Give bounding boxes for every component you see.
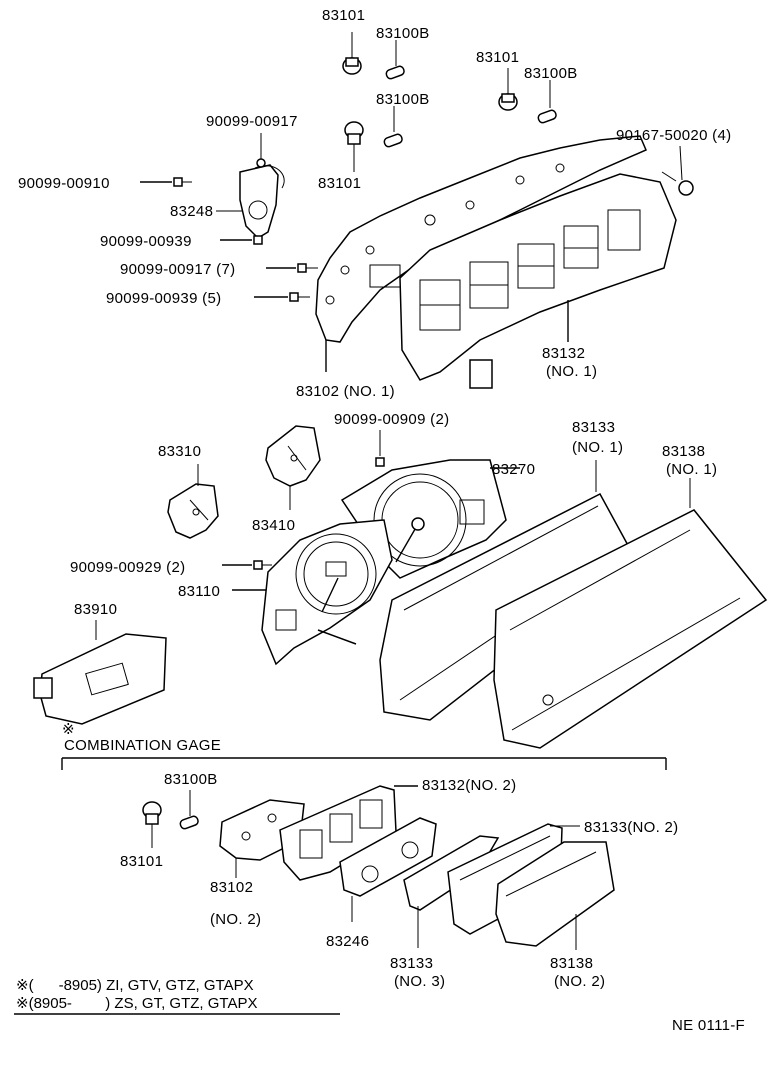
label-83138-no1: 83138 bbox=[662, 443, 705, 460]
socket-83101-top bbox=[342, 32, 362, 75]
screw-90099-00929 bbox=[222, 560, 272, 570]
screw-90099-00939 bbox=[220, 235, 263, 245]
label-83100b-mid: 83100B bbox=[376, 91, 430, 108]
plate-83110 bbox=[232, 519, 393, 666]
label-90099-00939: 90099-00939 bbox=[100, 233, 192, 250]
label-83102-no1: 83102 (NO. 1) bbox=[296, 383, 395, 400]
bulb-83100b-mid bbox=[383, 106, 403, 148]
label-83133-no2: 83133(NO. 2) bbox=[584, 819, 678, 836]
label-83248: 83248 bbox=[170, 203, 213, 220]
label-83100b-right: 83100B bbox=[524, 65, 578, 82]
socket-83101-bottom bbox=[142, 801, 162, 848]
label-83100b-bottom: 83100B bbox=[164, 771, 218, 788]
label-combination-gage: COMBINATION GAGE bbox=[64, 737, 221, 754]
bulb-83100b-bottom bbox=[179, 790, 199, 830]
label-83910: 83910 bbox=[74, 601, 117, 618]
label-90167-50020: 90167-50020 (4) bbox=[616, 127, 731, 144]
screw-90099-00917-7 bbox=[266, 263, 318, 273]
housing-83132-no1 bbox=[399, 173, 677, 389]
label-83100b-top: 83100B bbox=[376, 25, 430, 42]
label-83110: 83110 bbox=[178, 583, 220, 600]
label-90099-00939-5: 90099-00939 (5) bbox=[106, 290, 221, 307]
label-83270: 83270 bbox=[492, 461, 535, 478]
socket-83101-mid bbox=[344, 121, 364, 172]
label-90099-00917-7: 90099-00917 (7) bbox=[120, 261, 235, 278]
label-83132-no1-suffix: (NO. 1) bbox=[546, 363, 597, 380]
drawing-reference: NE 0111-F bbox=[672, 1017, 745, 1034]
label-83101-right: 83101 bbox=[476, 49, 519, 66]
bulb-83100b-top bbox=[385, 40, 405, 80]
label-83410: 83410 bbox=[252, 517, 295, 534]
label-83102-no2: 83102 bbox=[210, 879, 253, 896]
label-83133-no1: 83133 bbox=[572, 419, 615, 436]
case-83138-no2 bbox=[495, 841, 615, 950]
label-83132-no1: 83132 bbox=[542, 345, 585, 362]
label-83101-top: 83101 bbox=[322, 7, 365, 24]
gauge-83310 bbox=[167, 464, 219, 539]
label-83138-no1-suffix: (NO. 1) bbox=[666, 461, 717, 478]
case-83138-no1 bbox=[493, 478, 768, 749]
label-90099-00909: 90099-00909 (2) bbox=[334, 411, 449, 428]
note-pre-8905: ※( -8905) ZI, GTV, GTZ, GTAPX bbox=[16, 977, 254, 994]
label-83246: 83246 bbox=[326, 933, 369, 950]
combination-gage-bracket bbox=[61, 757, 667, 770]
label-90099-00929: 90099-00929 (2) bbox=[70, 559, 185, 576]
bolt-90167-50020 bbox=[661, 145, 694, 196]
screw-90099-00910 bbox=[140, 177, 192, 187]
screw-90099-00909 bbox=[375, 430, 385, 467]
label-90099-00910: 90099-00910 bbox=[18, 175, 110, 192]
meter-83910 bbox=[33, 620, 167, 725]
label-83310: 83310 bbox=[158, 443, 201, 460]
gauge-83410 bbox=[265, 425, 321, 510]
asterisk-mark: ※ bbox=[62, 721, 75, 738]
label-90099-00917: 90099-00917 bbox=[206, 113, 298, 130]
label-83132-no2: 83132(NO. 2) bbox=[422, 777, 516, 794]
bracket-83248 bbox=[216, 164, 285, 239]
screw-90099-00939-5 bbox=[254, 292, 310, 302]
label-83138-no2: 83138 bbox=[550, 955, 593, 972]
gauge-83246 bbox=[339, 817, 437, 922]
printed-circuit-83102-no1 bbox=[315, 135, 647, 372]
label-83133-no3: 83133 bbox=[390, 955, 433, 972]
label-83101-mid: 83101 bbox=[318, 175, 361, 192]
screw-90099-00917 bbox=[256, 133, 266, 168]
label-83133-no1-suffix: (NO. 1) bbox=[572, 439, 623, 456]
label-83138-no2-suffix: (NO. 2) bbox=[554, 973, 605, 990]
label-83101-bottom: 83101 bbox=[120, 853, 163, 870]
bulb-83100b-right bbox=[537, 80, 557, 124]
note-post-8905: ※(8905- ) ZS, GT, GTZ, GTAPX bbox=[16, 995, 258, 1012]
label-83133-no3-suffix: (NO. 3) bbox=[394, 973, 445, 990]
socket-83101-right bbox=[498, 68, 518, 111]
label-83102-no2-suffix: (NO. 2) bbox=[210, 911, 261, 928]
